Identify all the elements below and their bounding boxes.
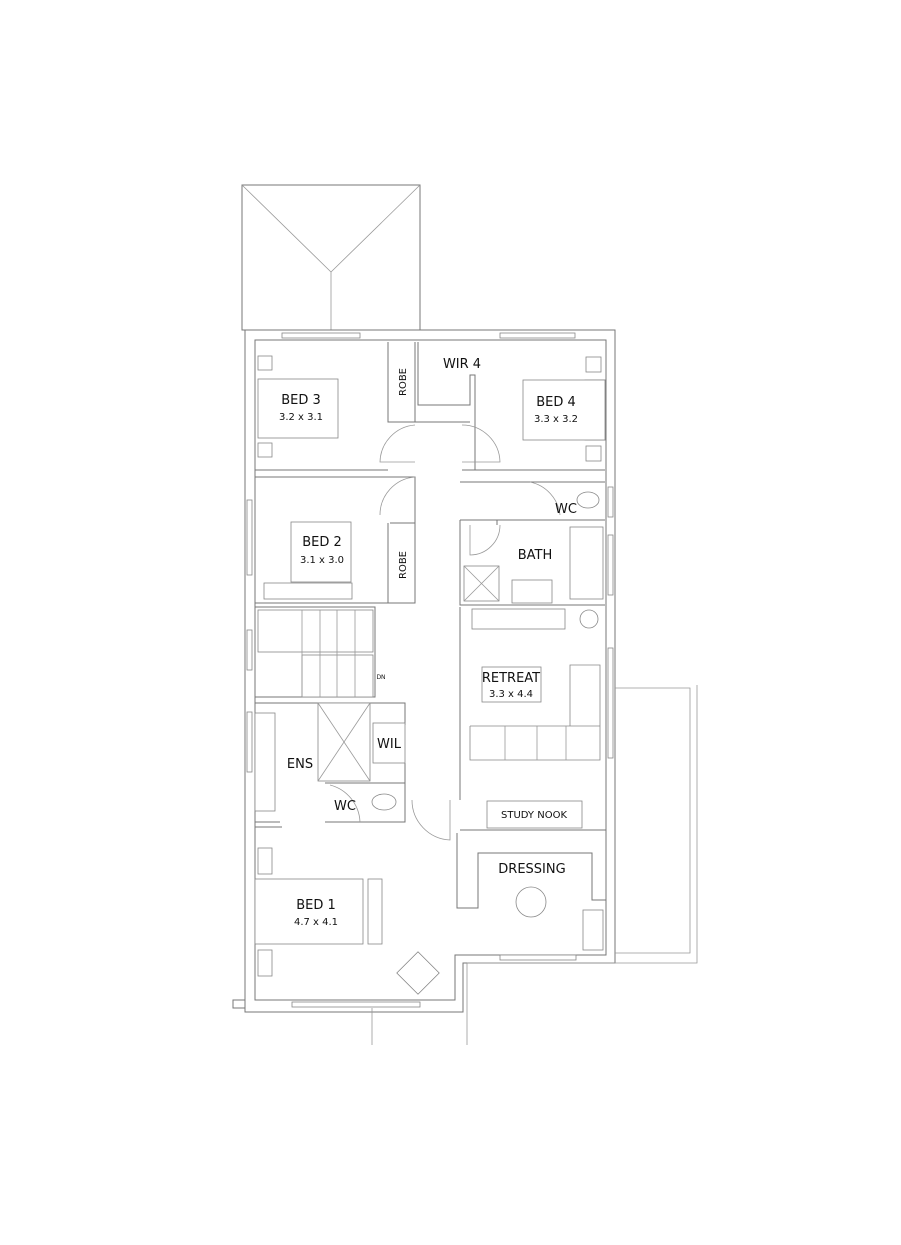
- wir4-label: WIR 4: [443, 357, 481, 372]
- ens-vanity: [254, 712, 276, 812]
- balcony-outline: [467, 685, 698, 964]
- study-nook-label: STUDY NOOK: [501, 810, 567, 821]
- ens-label: ENS: [287, 757, 313, 772]
- bed-2: [290, 521, 352, 583]
- wil-label: WIL: [377, 737, 402, 752]
- stair-dn-label: DN: [376, 674, 385, 681]
- bed3-name: BED 3: [281, 393, 321, 408]
- bed4-name: BED 4: [536, 395, 576, 410]
- roof-outline: [241, 184, 421, 331]
- room-labels: BED 3 3.2 x 3.1 WIR 4 BED 4 3.3 x 3.2 RO…: [279, 357, 578, 928]
- bed1-name: BED 1: [296, 898, 336, 913]
- retreat-label-box: [481, 666, 542, 703]
- toilet-upper: [576, 491, 600, 509]
- bath-label: BATH: [518, 548, 553, 563]
- toilet-lower: [371, 793, 397, 811]
- staircase: [257, 609, 374, 698]
- dressing-label: DRESSING: [498, 862, 565, 877]
- wil: [372, 722, 406, 764]
- bed4-size: 3.3 x 3.2: [534, 414, 578, 425]
- bed1-size: 4.7 x 4.1: [294, 917, 338, 928]
- outer-walls: [232, 329, 616, 1045]
- windows: [246, 332, 614, 1008]
- bed-3: [257, 378, 339, 439]
- sofa: [469, 664, 601, 761]
- retreat-size: 3.3 x 4.4: [489, 689, 533, 700]
- tv-unit: [471, 608, 566, 630]
- bed2-name: BED 2: [302, 535, 342, 550]
- bathtub: [569, 526, 604, 600]
- robe-b-label: ROBE: [398, 551, 409, 579]
- wc-lower-label: WC: [334, 799, 356, 814]
- robe-a-label: ROBE: [398, 368, 409, 396]
- bed3-size: 3.2 x 3.1: [279, 412, 323, 423]
- internal-walls: [255, 342, 606, 909]
- furniture: [254, 355, 606, 995]
- retreat-name: RETREAT: [482, 671, 540, 686]
- wc-upper-label: WC: [555, 502, 577, 517]
- doors: [329, 424, 561, 841]
- bed-1: [254, 878, 364, 945]
- armchair: [396, 951, 440, 995]
- dressing-ottoman: [515, 886, 547, 918]
- study-desk: [486, 800, 583, 829]
- vanity: [511, 579, 553, 604]
- bed2-size: 3.1 x 3.0: [300, 555, 344, 566]
